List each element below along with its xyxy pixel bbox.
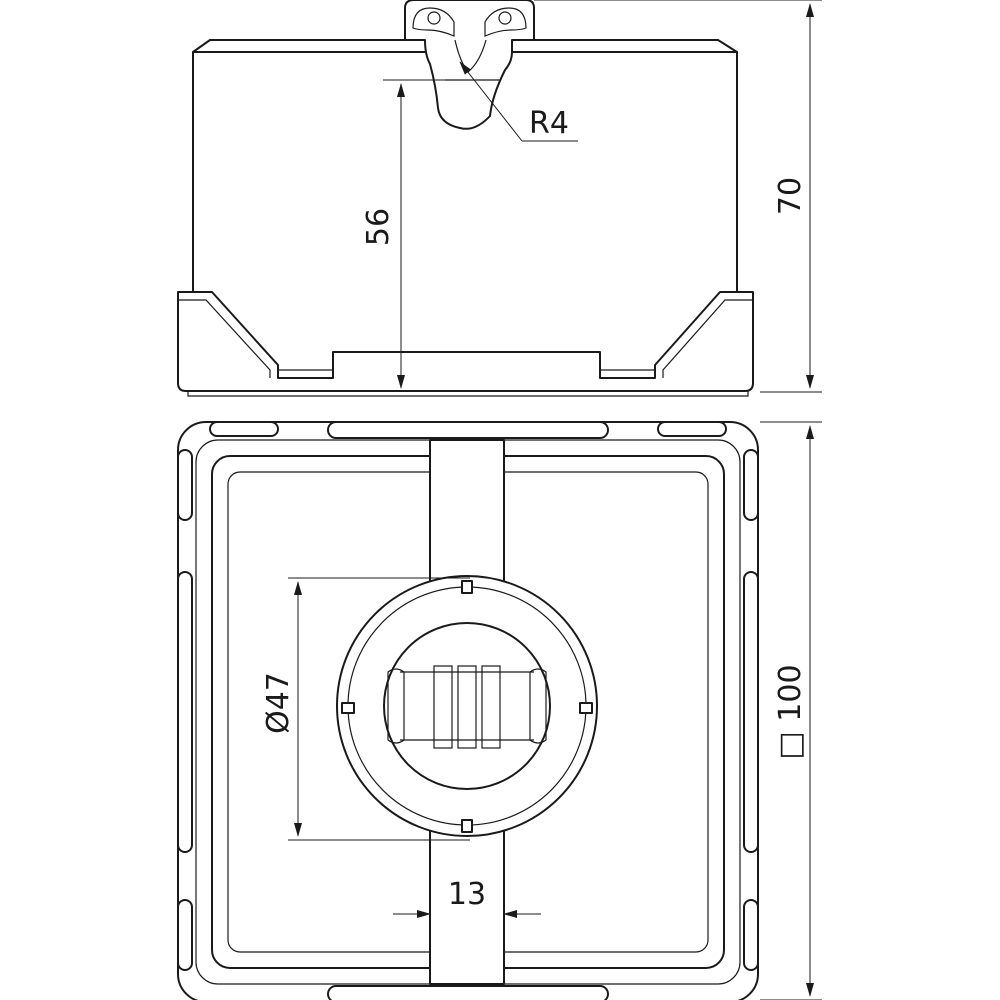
lid-lip [192,39,738,53]
base-chamfer-left [178,299,271,378]
side-view: R4 56 70 [177,0,822,397]
slot-bottom-center [327,985,609,1000]
clamp-hole-left [427,11,441,25]
top-view: Ø47 13 □ 100 [177,421,822,1000]
slot-left-lower [177,899,193,971]
entry-opening [383,622,551,790]
slot-top-center [327,421,609,439]
slot-left-middle [177,571,193,853]
clamp-hole-right [498,11,512,25]
clamp-eye-left [412,7,455,37]
base-chamfer-right [662,299,753,378]
cable-clamp [404,0,535,130]
entry-notch-right [579,702,593,714]
r4-label: R4 [529,106,569,141]
clamp-bar-3 [481,665,501,749]
entry-notch-bottom [461,819,473,833]
dim-100-label: □ 100 [773,664,808,759]
base-serration [187,391,749,397]
entry-notch-top [461,580,473,594]
slot-left-upper [177,449,193,521]
clamp-wing-right [529,668,547,744]
dim-70-label: 70 [773,177,808,215]
dim-13-label: 13 [448,877,486,912]
slot-right-upper [743,449,759,521]
slot-top-right [657,421,727,437]
r4-leader [459,61,523,142]
dim-56-label: 56 [361,208,396,246]
slot-top-left [209,421,279,437]
slot-right-middle [743,571,759,853]
clamp-bar-1 [433,665,453,749]
box-base [177,291,754,392]
entry-notch-left [341,702,355,714]
clamp-eye-right [484,7,527,37]
dim-47-label: Ø47 [261,672,296,734]
clamp-bar-2 [457,665,477,749]
entry-ring-outer [336,575,598,837]
box-body [192,51,738,293]
slot-right-lower [743,899,759,971]
